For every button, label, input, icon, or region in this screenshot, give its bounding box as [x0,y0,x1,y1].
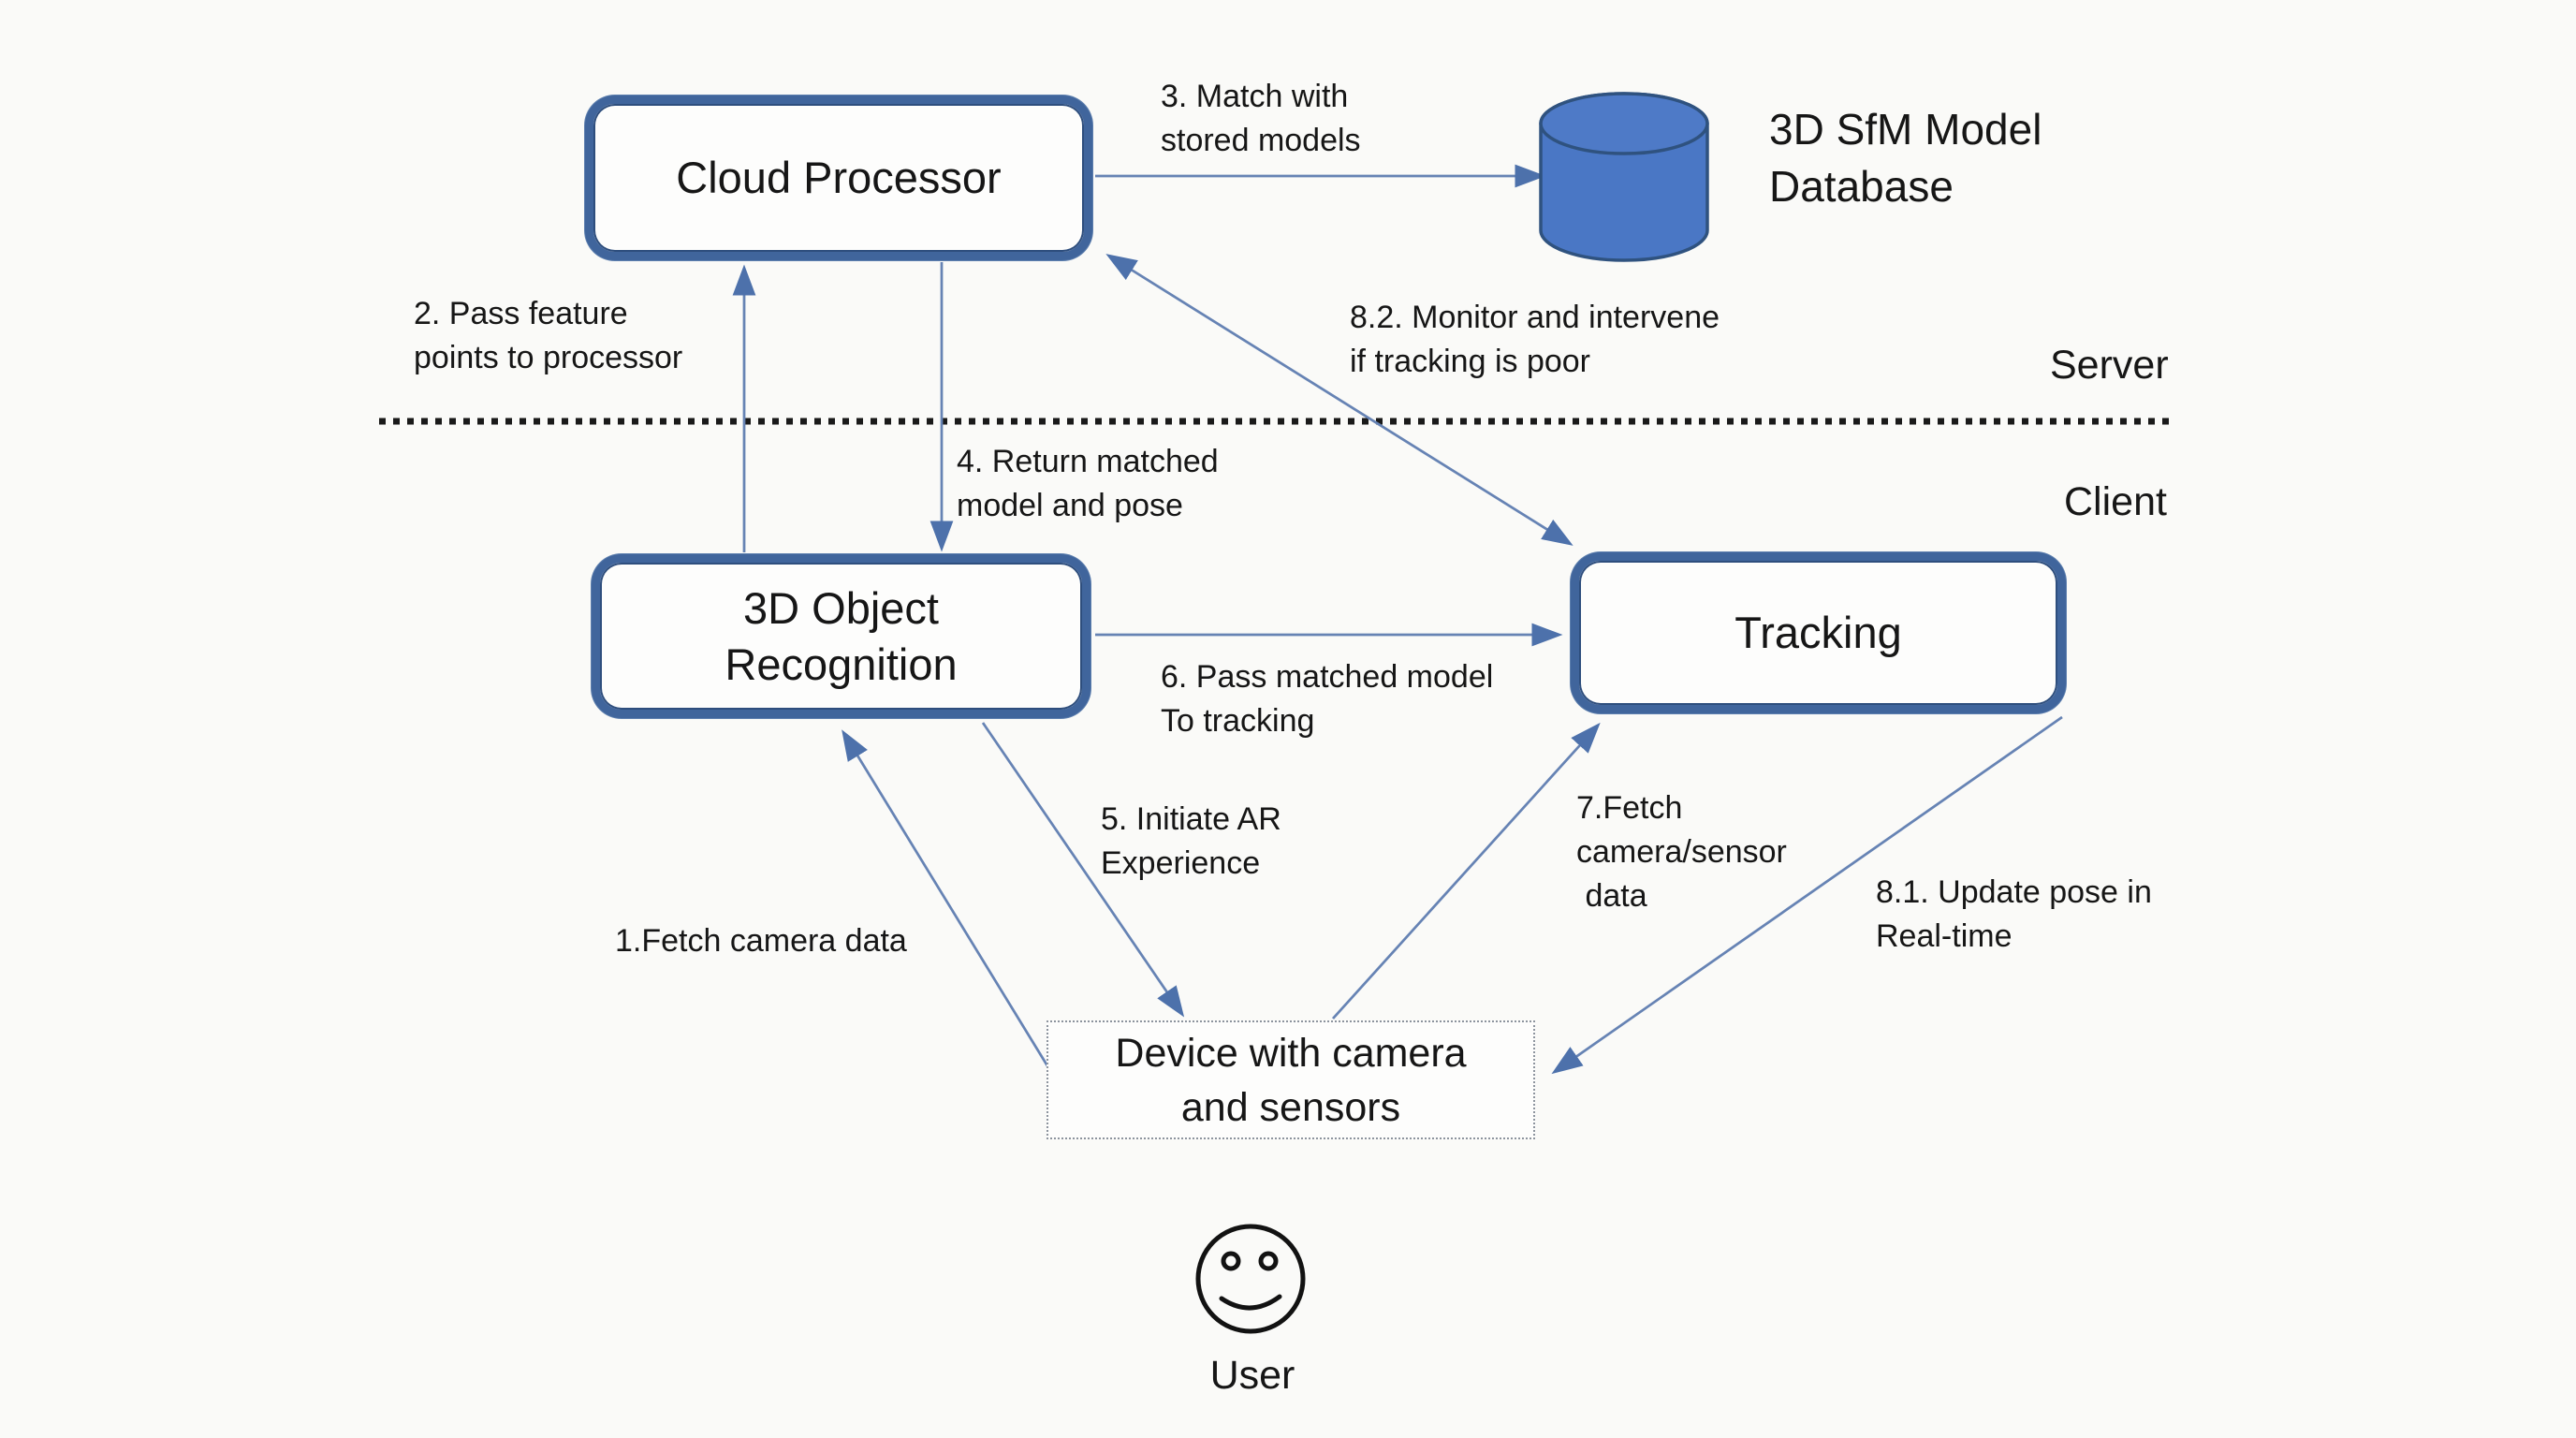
user-label: User [1209,1353,1295,1398]
label-step-8-2: 8.2. Monitor and intervene if tracking i… [1350,300,1720,379]
edge-7-fetch-camera-sensor-data [1331,722,1601,1020]
label-step-8-1: 8.1. Update pose in Real-time [1876,874,2152,954]
label-step-7: 7.Fetch camera/sensor data [1576,790,1787,914]
label-step-1: 1.Fetch camera data [615,923,907,959]
label-step-3: 3. Match with stored models [1161,79,1361,158]
device-label: Device with camera and sensors [1115,1030,1467,1130]
zone-client-label: Client [2064,479,2167,524]
edge-8-1-update-pose [1551,715,2063,1075]
tracking-label: Tracking [1734,608,1902,657]
edge-5-initiate-ar-experience [981,722,1185,1018]
label-step-2: 2. Pass feature points to processor [414,296,683,375]
node-cloud-processor: Cloud Processor [585,95,1092,260]
label-step-6: 6. Pass matched model To tracking [1161,659,1494,739]
cloud-processor-label: Cloud Processor [676,153,1002,202]
node-device-camera-sensors: Device with camera and sensors [1046,1020,1535,1139]
database-label: 3D SfM Model Database [1769,105,2042,211]
label-step-5: 5. Initiate AR Experience [1101,801,1281,881]
zone-server-label: Server [2050,343,2169,388]
edge-1-fetch-camera-data [842,729,1056,1078]
label-step-4: 4. Return matched model and pose [957,444,1219,523]
user-smiley-icon [1195,1224,1306,1334]
edge-8-2-monitor-intervene [1105,254,1573,546]
database-cylinder-icon [1539,92,1709,262]
object-recognition-label: 3D Object Recognition [724,582,958,689]
node-tracking: Tracking [1571,552,2066,713]
node-3d-object-recognition: 3D Object Recognition [592,554,1090,718]
